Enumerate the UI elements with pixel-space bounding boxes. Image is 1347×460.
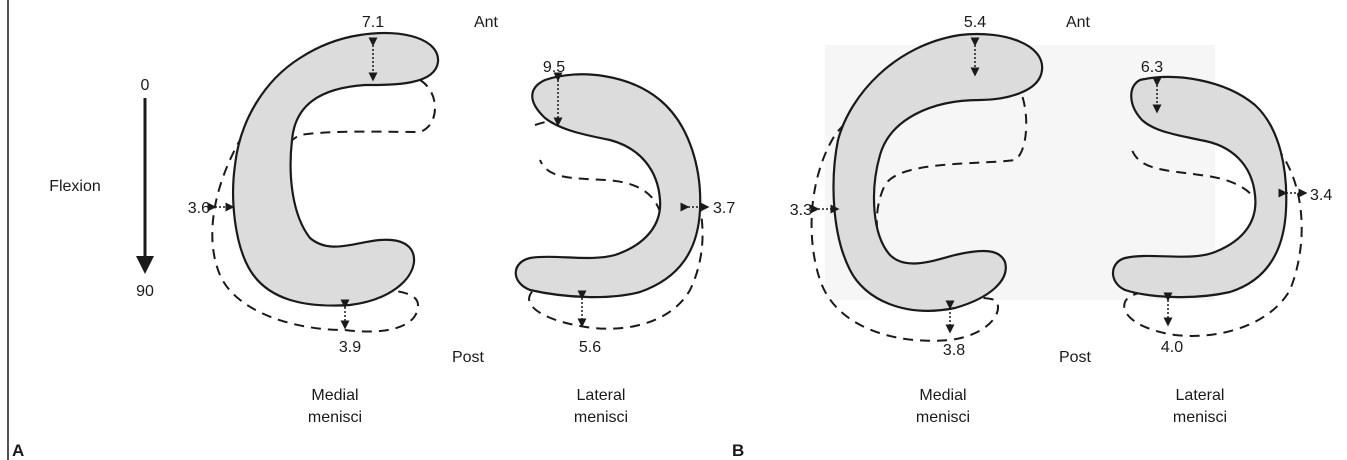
lateral-a-ant-value: 9.5 xyxy=(543,59,565,76)
panel-a-letter: A xyxy=(12,441,24,460)
medial-b-side-value: 3.3 xyxy=(790,202,812,219)
panel-a: 0 90 Flexion 7.1 3.6 3.9 9.5 3.7 xyxy=(12,14,735,460)
ant-label-b: Ant xyxy=(1066,14,1091,31)
post-label-b: Post xyxy=(1059,349,1092,366)
flexion-label: Flexion xyxy=(49,178,101,195)
flexion-arrowhead-icon xyxy=(136,256,154,274)
medial-a-post-value: 3.9 xyxy=(339,339,361,356)
ant-label-a: Ant xyxy=(474,14,499,31)
medial-b-title-line2: menisci xyxy=(916,409,970,426)
flexion-end-label: 90 xyxy=(136,283,154,300)
lateral-a-title-line1: Lateral xyxy=(577,387,626,404)
lateral-a-title-line2: menisci xyxy=(574,409,628,426)
flexion-arrow: 0 90 Flexion xyxy=(49,77,154,300)
flexion-start-label: 0 xyxy=(141,77,150,94)
medial-a-title-line2: menisci xyxy=(308,409,362,426)
lateral-b-ant-value: 6.3 xyxy=(1141,59,1163,76)
lateral-a-side-value: 3.7 xyxy=(713,200,735,217)
panel-b-letter: B xyxy=(732,441,744,460)
medial-meniscus-a-extended-outline xyxy=(233,33,438,306)
post-label-a: Post xyxy=(452,349,485,366)
medial-meniscus-a: 7.1 3.6 3.9 xyxy=(188,14,438,356)
lateral-meniscus-a-extended-outline xyxy=(516,74,700,297)
medial-b-post-value: 3.8 xyxy=(943,342,965,359)
medial-a-ant-value: 7.1 xyxy=(362,14,384,31)
lateral-b-post-value: 4.0 xyxy=(1161,339,1183,356)
panel-b: 5.4 3.3 3.8 6.3 3.4 4.0 Ant Post Medial … xyxy=(732,14,1332,460)
lateral-b-title-line2: menisci xyxy=(1173,409,1227,426)
medial-a-title-line1: Medial xyxy=(311,387,358,404)
lateral-a-post-value: 5.6 xyxy=(579,339,601,356)
lateral-b-side-value: 3.4 xyxy=(1310,187,1332,204)
medial-a-side-value: 3.6 xyxy=(188,200,210,217)
medial-b-ant-value: 5.4 xyxy=(964,14,986,31)
lateral-meniscus-a: 9.5 3.7 5.6 xyxy=(516,59,736,356)
lateral-b-title-line1: Lateral xyxy=(1176,387,1225,404)
medial-b-title-line1: Medial xyxy=(919,387,966,404)
